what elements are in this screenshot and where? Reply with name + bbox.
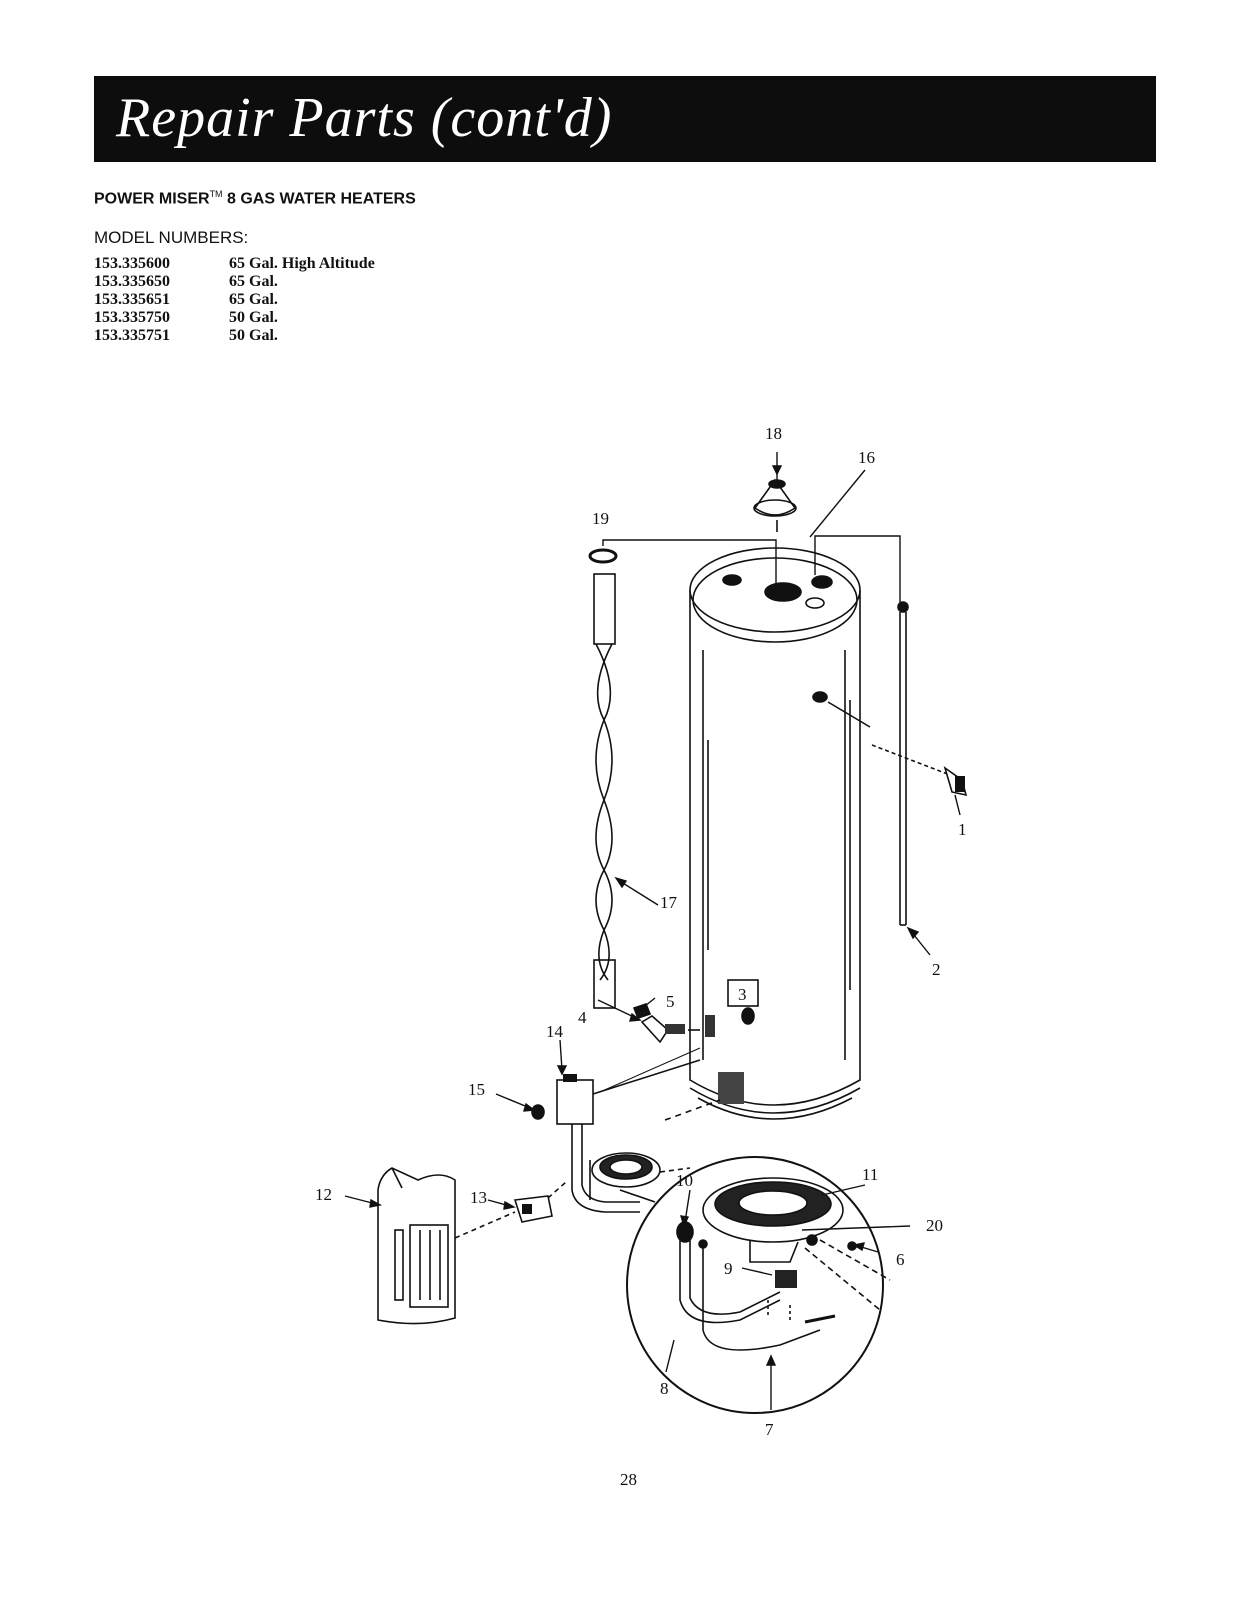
flue-cap-part: [754, 480, 796, 532]
callout-18: 18: [765, 424, 782, 443]
callout-1: 1: [958, 820, 967, 839]
callout-12: 12: [315, 1185, 332, 1204]
callout-10: 10: [676, 1171, 693, 1190]
callout-13: 13: [470, 1188, 487, 1207]
callout-15: 15: [468, 1080, 485, 1099]
callout-4: 4: [578, 1008, 587, 1027]
tank-drawing: [690, 548, 860, 1119]
callout-5: 5: [666, 992, 675, 1011]
callout-3: 3: [738, 985, 747, 1004]
callout-20: 20: [926, 1216, 943, 1235]
callout-7: 7: [765, 1420, 774, 1439]
callout-2: 2: [932, 960, 941, 979]
callout-6: 6: [896, 1250, 905, 1269]
page-number: 28: [620, 1470, 637, 1490]
callout-17: 17: [660, 893, 678, 912]
callout-9: 9: [724, 1259, 733, 1278]
callout-16: 16: [858, 448, 875, 467]
outer-door-part: [378, 1168, 455, 1324]
callout-14: 14: [546, 1022, 564, 1041]
callout-8: 8: [660, 1379, 669, 1398]
burner-detail-circle: [620, 1157, 890, 1413]
callout-11: 11: [862, 1165, 878, 1184]
relief-valve-part: [828, 702, 966, 795]
callout-19: 19: [592, 509, 609, 528]
flue-baffle-part: [590, 550, 616, 1008]
gas-control-part: [532, 1048, 700, 1212]
burner-assembly-small: [590, 1100, 720, 1200]
anode-rod-part: [898, 602, 908, 925]
